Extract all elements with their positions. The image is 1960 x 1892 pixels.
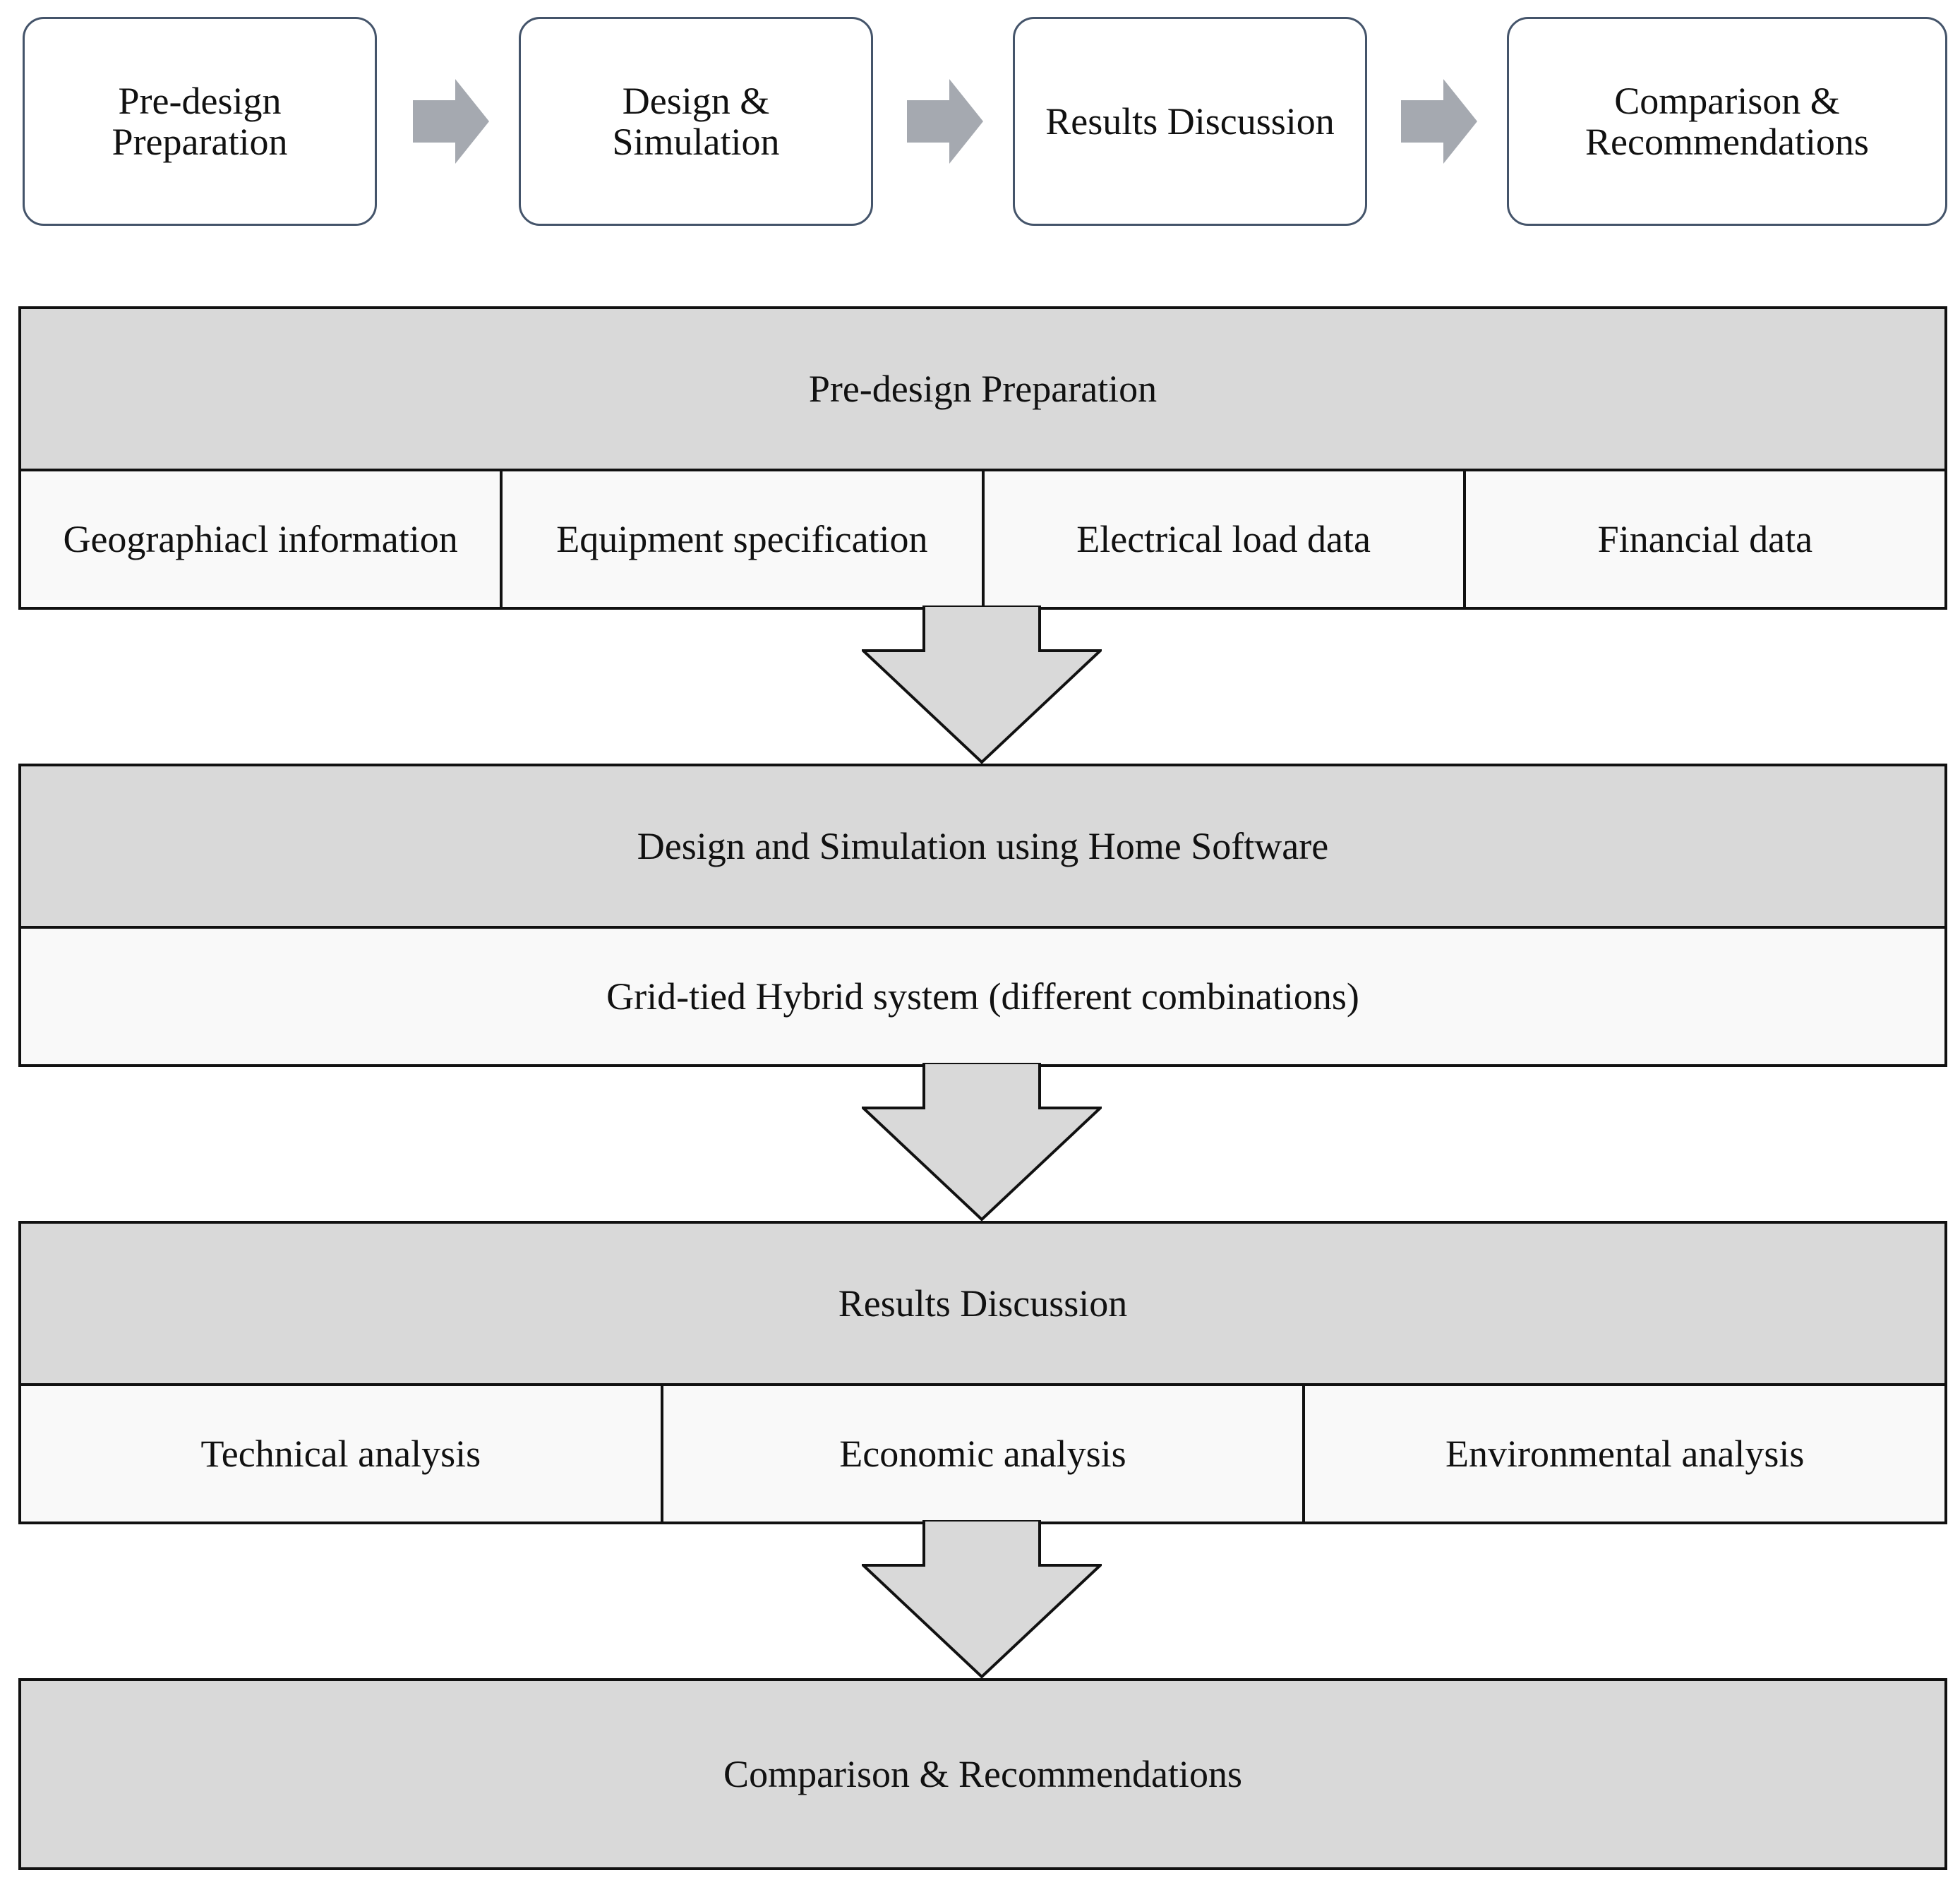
step-label-line: Comparison &	[1614, 80, 1840, 122]
step-box-design-simulation: Design & Simulation	[519, 17, 873, 226]
down-block-arrow-icon	[862, 1063, 1102, 1222]
stage-block-comparison-recommendations: Comparison & Recommendations	[18, 1678, 1947, 1870]
step-label-line: Recommendations	[1585, 121, 1869, 163]
stage-item: Geographiacl information	[21, 471, 500, 607]
stage-items-row: Grid-tied Hybrid system (different combi…	[21, 926, 1944, 1064]
down-block-arrow-icon	[862, 1520, 1102, 1679]
stage-item: Equipment specification	[500, 471, 982, 607]
stage-title: Design and Simulation using Home Softwar…	[21, 766, 1944, 926]
step-box-results-discussion: Results Discussion	[1013, 17, 1367, 226]
right-chevron-arrow-icon	[907, 79, 983, 164]
stage-item: Financial data	[1462, 471, 1944, 607]
stage-item: Economic analysis	[660, 1386, 1303, 1522]
stage-item: Grid-tied Hybrid system (different combi…	[21, 929, 1944, 1064]
step-label-line: Preparation	[112, 121, 288, 163]
stage-item: Electrical load data	[981, 471, 1463, 607]
stage-items-row: Geographiacl information Equipment speci…	[21, 469, 1944, 607]
stage-block-results-discussion: Results Discussion Technical analysis Ec…	[18, 1221, 1947, 1524]
stage-item: Technical analysis	[21, 1386, 661, 1522]
step-box-comparison-recommendations: Comparison & Recommendations	[1507, 17, 1947, 226]
step-label-line: Results Discussion	[1045, 100, 1335, 143]
step-label-line: Simulation	[612, 121, 780, 163]
process-overview-flow: Pre-design Preparation Design & Simulati…	[23, 17, 1949, 229]
stage-block-pre-design: Pre-design Preparation Geographiacl info…	[18, 306, 1947, 610]
stage-title: Results Discussion	[21, 1224, 1944, 1383]
stage-title: Comparison & Recommendations	[21, 1681, 1944, 1867]
stage-item: Environmental analysis	[1302, 1386, 1945, 1522]
step-label-line: Design &	[622, 80, 770, 122]
step-label-line: Pre-design	[118, 80, 282, 122]
right-chevron-arrow-icon	[413, 79, 489, 164]
step-box-pre-design: Pre-design Preparation	[23, 17, 377, 226]
stage-items-row: Technical analysis Economic analysis Env…	[21, 1383, 1945, 1522]
stage-title: Pre-design Preparation	[21, 309, 1944, 469]
stage-block-design-simulation: Design and Simulation using Home Softwar…	[18, 764, 1947, 1067]
right-chevron-arrow-icon	[1401, 79, 1477, 164]
down-block-arrow-icon	[862, 605, 1102, 764]
